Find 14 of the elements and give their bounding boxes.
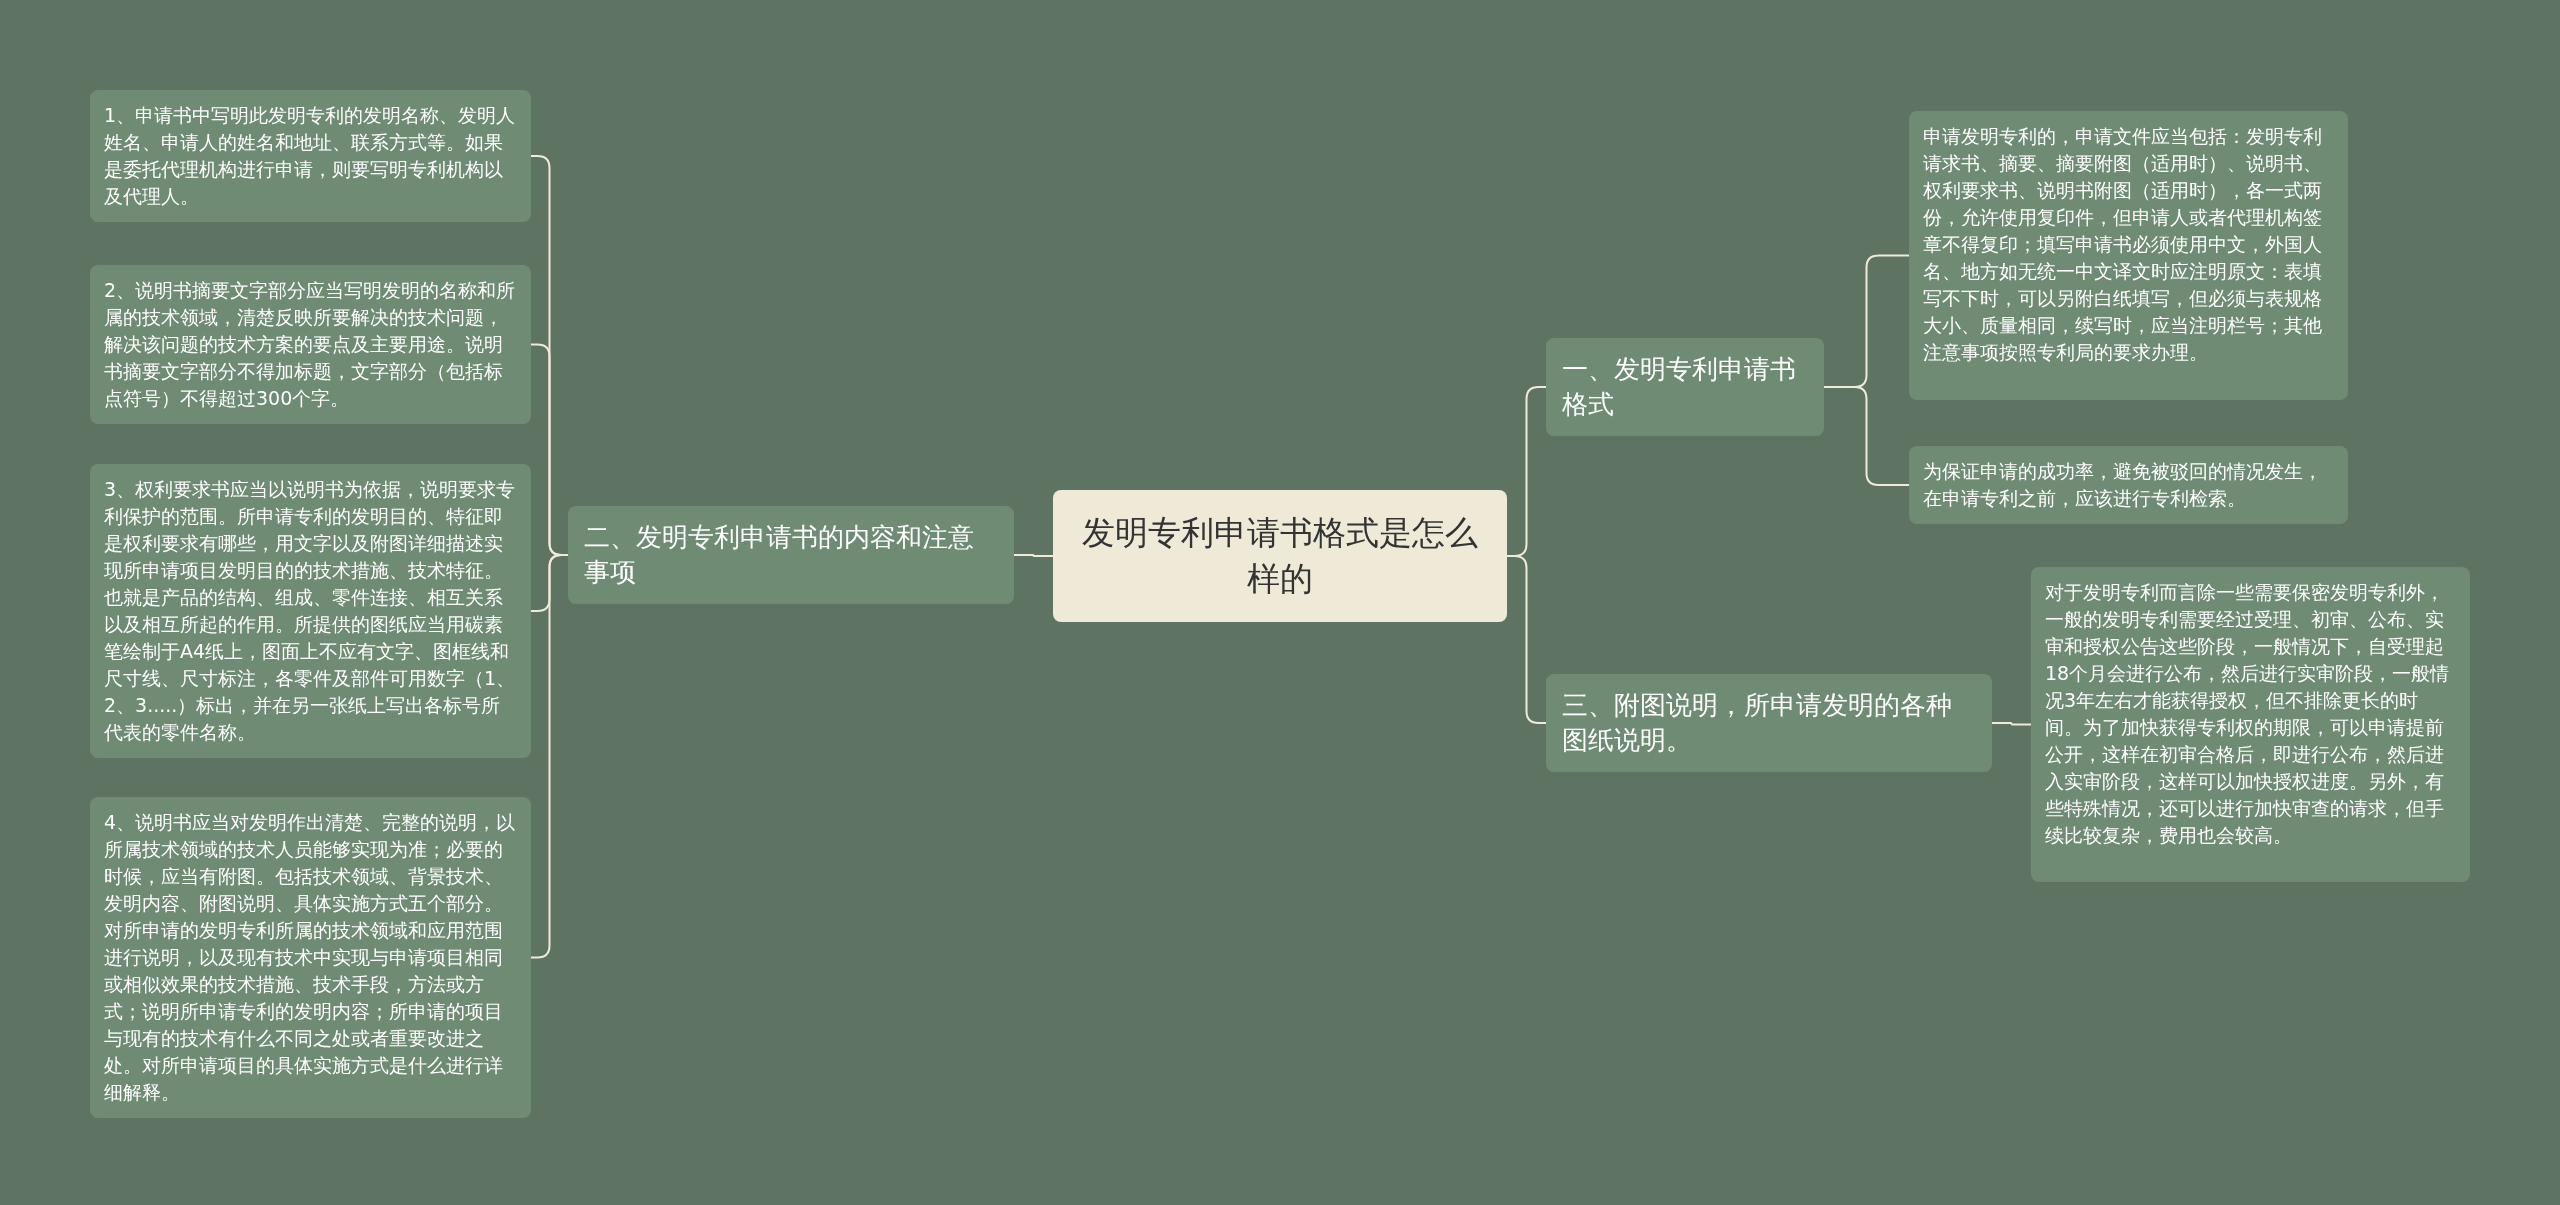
note-box: 3、权利要求书应当以说明书为依据，说明要求专利保护的范围。所申请专利的发明目的、特征即是权利要求有哪些，用文字以及附图详细描述实现所申请项目发明目的的技术措施、技术特征。也就是产品的结构、组成、零件连接、相互关系以及相互所起的作用。所提供的图纸应当用碳素笔绘制于A4纸上，图面上不应有文字、图框线和尺寸线、尺寸标注，各零件及部件可用数字（1、2、3.....）标出，并在另一张纸上写出各标号所代表的零件名称。 bbox=[90, 464, 531, 758]
branch-topic-box: 一、发明专利申请书格式 bbox=[1546, 338, 1824, 437]
note-box: 1、申请书中写明此发明专利的发明名称、发明人姓名、申请人的姓名和地址、联系方式等。如果是委托代理机构进行申请，则要写明专利机构以及代理人。 bbox=[90, 90, 531, 222]
note-box: 2、说明书摘要文字部分应当写明发明的名称和所属的技术领域，清楚反映所要解决的技术问题，解决该问题的技术方案的要点及主要用途。说明书摘要文字部分不得加标题，文字部分（包括标点符号）不得超过300个字。 bbox=[90, 265, 531, 424]
branch-topic-box: 三、附图说明，所申请发明的各种图纸说明。 bbox=[1546, 674, 1992, 773]
branch-topic-box: 二、发明专利申请书的内容和注意事项 bbox=[568, 506, 1014, 605]
connector-line bbox=[1991, 722, 2032, 726]
connector-line bbox=[1013, 554, 1054, 557]
note-box: 申请发明专利的，申请文件应当包括：发明专利请求书、摘要、摘要附图（适用时）、说明书、权利要求书、说明书附图（适用时），各一式两份，允许使用复印件，但申请人或者代理机构签章不得复印；填写申请书必须使用中文，外国人名、地方如无统一中文译文时应注明原文：表填写不下时，可以另附白纸填写，但必须与表规格大小、质量相同，续写时，应当注明栏号；其他注意事项按照专利局的要求办理。 bbox=[1909, 111, 2348, 400]
connector-line bbox=[1823, 386, 1910, 486]
note-box: 4、说明书应当对发明作出清楚、完整的说明，以所属技术领域的技术人员能够实现为准；必要的时候，应当有附图。包括技术领域、背景技术、发明内容、附图说明、具体实施方式五个部分。对所申请的发明专利所属的技术领域和应用范围进行说明，以及现有技术中实现与申请项目相同或相似效果的技术措施、技术手段，方法或方式；说明所申请专利的发明内容；所申请的项目与现有的技术有什么不同之处或者重要改进之处。对所申请项目的具体实施方式是什么进行详细解释。 bbox=[90, 797, 531, 1118]
note-box: 对于发明专利而言除一些需要保密发明专利外，一般的发明专利需要经过受理、初审、公布、实审和授权公告这些阶段，一般情况下，自受理起18个月会进行公布，然后进行实审阶段，一般情况3年左右才能获得授权，但不排除更长的时间。为了加快获得专利权的期限，可以申请提前公开，这样在初审合格后，即进行公布，然后进入实审阶段，这样可以加快授权进度。另外，有些特殊情况，还可以进行加快审查的请求，但手续比较复杂，费用也会较高。 bbox=[2031, 567, 2470, 882]
note-box: 为保证申请的成功率，避免被驳回的情况发生，在申请专利之前，应该进行专利检索。 bbox=[1909, 446, 2348, 524]
central-topic-box: 发明专利申请书格式是怎么样的 bbox=[1053, 490, 1507, 623]
